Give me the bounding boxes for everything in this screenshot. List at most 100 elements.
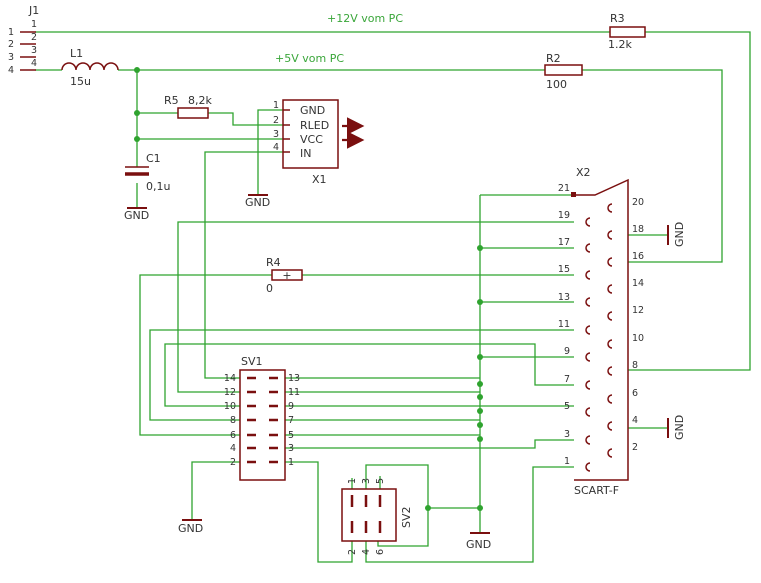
wires (35, 31, 751, 563)
x2-scart-left-contacts (585, 217, 591, 472)
gnd-label: GND (124, 209, 149, 222)
x2-right-pin: 20 (632, 197, 644, 208)
x2-right-pin: 4 (632, 415, 638, 426)
x2-left-pin: 9 (564, 346, 570, 357)
wire-sv2-4 (365, 466, 574, 563)
c1-capacitor (125, 166, 149, 176)
sv2-bottom-pin: 6 (375, 549, 386, 555)
x2-left-pin: 1 (564, 456, 570, 467)
wire-sv1-3 (285, 439, 574, 449)
sv1-left-pin: 8 (230, 415, 236, 426)
junction-dot (477, 422, 483, 428)
sv1-left-pin: 10 (224, 401, 236, 412)
wire-5v (35, 69, 723, 263)
x2-left-pin: 5 (564, 401, 570, 412)
wire-x1-in (204, 151, 283, 379)
net-label-5v: +5V vom PC (275, 52, 344, 65)
sv1-left-pin: 2 (230, 457, 236, 468)
x2-right-pin: 18 (632, 224, 644, 235)
x1-pin-number: 2 (273, 115, 279, 126)
sv2-bottom-pin: 2 (347, 549, 358, 555)
sv1-pin-marks (247, 376, 278, 464)
junction-dot (477, 394, 483, 400)
x1-pin-number: 1 (273, 100, 279, 111)
sv1-right-pin: 7 (288, 415, 294, 426)
c1-value: 0,1u (146, 180, 170, 193)
sv1-right-pin: 3 (288, 443, 294, 454)
sv2-top-pin: 3 (361, 478, 372, 484)
x2-scart-right-contacts (607, 203, 613, 458)
x1-pin-label: GND (300, 104, 325, 117)
x2-right-pin: 16 (632, 251, 644, 262)
r4-polarity-mark: + (282, 269, 291, 282)
j1-pin-inner: 4 (31, 58, 37, 69)
wire-x1-gnd (257, 109, 283, 195)
wire-15 (139, 274, 574, 436)
sv1-left-pin: 12 (224, 387, 236, 398)
x2-left-pin: 11 (558, 319, 570, 330)
junction-dot (477, 505, 483, 511)
gnd-label: GND (466, 538, 491, 551)
r3-name: R3 (610, 12, 625, 25)
wire-sv1-2 (191, 461, 240, 520)
c1-name: C1 (146, 152, 161, 165)
x2-part: SCART-F (574, 484, 619, 497)
net-label-12v: +12V vom PC (327, 12, 403, 25)
j1-pin-outer: 1 (8, 27, 14, 38)
x2-left-pin: 15 (558, 264, 570, 275)
sv2-header (341, 488, 397, 542)
x1-pin-number: 4 (273, 142, 279, 153)
junction-dot (477, 381, 483, 387)
x2-right-pin: 6 (632, 388, 638, 399)
wire-12v (35, 31, 751, 371)
x1-pin-stubs (283, 109, 290, 153)
wire-sv2-3 (365, 464, 429, 547)
r2-name: R2 (546, 52, 561, 65)
j1-pin-inner: 1 (31, 19, 37, 30)
r2-resistor (544, 64, 583, 76)
x1-pin-label: IN (300, 147, 311, 160)
x2-left-pin: 3 (564, 429, 570, 440)
x2-right-pin: 14 (632, 278, 644, 289)
junction-dot (477, 299, 483, 305)
sv1-right-pin: 9 (288, 401, 294, 412)
r5-name: R5 (164, 94, 179, 107)
junction-dot (477, 408, 483, 414)
gnd-label: GND (673, 222, 686, 247)
wire-sv1-1 (285, 461, 353, 563)
gnd-label: GND (673, 415, 686, 440)
l1-value: 15u (70, 75, 91, 88)
junction-dot (477, 245, 483, 251)
x1-pin-label: RLED (300, 119, 329, 132)
gnd-label: GND (178, 522, 203, 535)
r2-value: 100 (546, 78, 567, 91)
j1-connector (20, 31, 36, 71)
sv1-right-pin: 13 (288, 373, 300, 384)
x2-left-pin: 17 (558, 237, 570, 248)
junction-dot (477, 436, 483, 442)
j1-pin-inner: 2 (31, 32, 37, 43)
wire-r5 (137, 112, 283, 126)
j1-pin-outer: 3 (8, 52, 14, 63)
wire-7 (164, 343, 574, 407)
sv1-left-pin: 6 (230, 430, 236, 441)
junction-dot (134, 136, 140, 142)
sv1-right-pin: 1 (288, 457, 294, 468)
sv2-pin-marks (350, 495, 382, 533)
r5-resistor (177, 107, 209, 119)
l1-inductor (61, 62, 119, 71)
sv1-name: SV1 (241, 355, 263, 368)
r3-value: 1.2k (608, 38, 632, 51)
junction-dot (134, 67, 140, 73)
x2-left-pin: 13 (558, 292, 570, 303)
wire-11 (149, 329, 574, 421)
sv1-left-pin: 4 (230, 443, 236, 454)
j1-pin-outer: 2 (8, 39, 14, 50)
parts (20, 26, 669, 542)
x1-pin-number: 3 (273, 129, 279, 140)
j1-pin-inner: 3 (31, 45, 37, 56)
wire-19 (177, 221, 574, 393)
junction-dot (134, 110, 140, 116)
x1-module (282, 99, 339, 169)
